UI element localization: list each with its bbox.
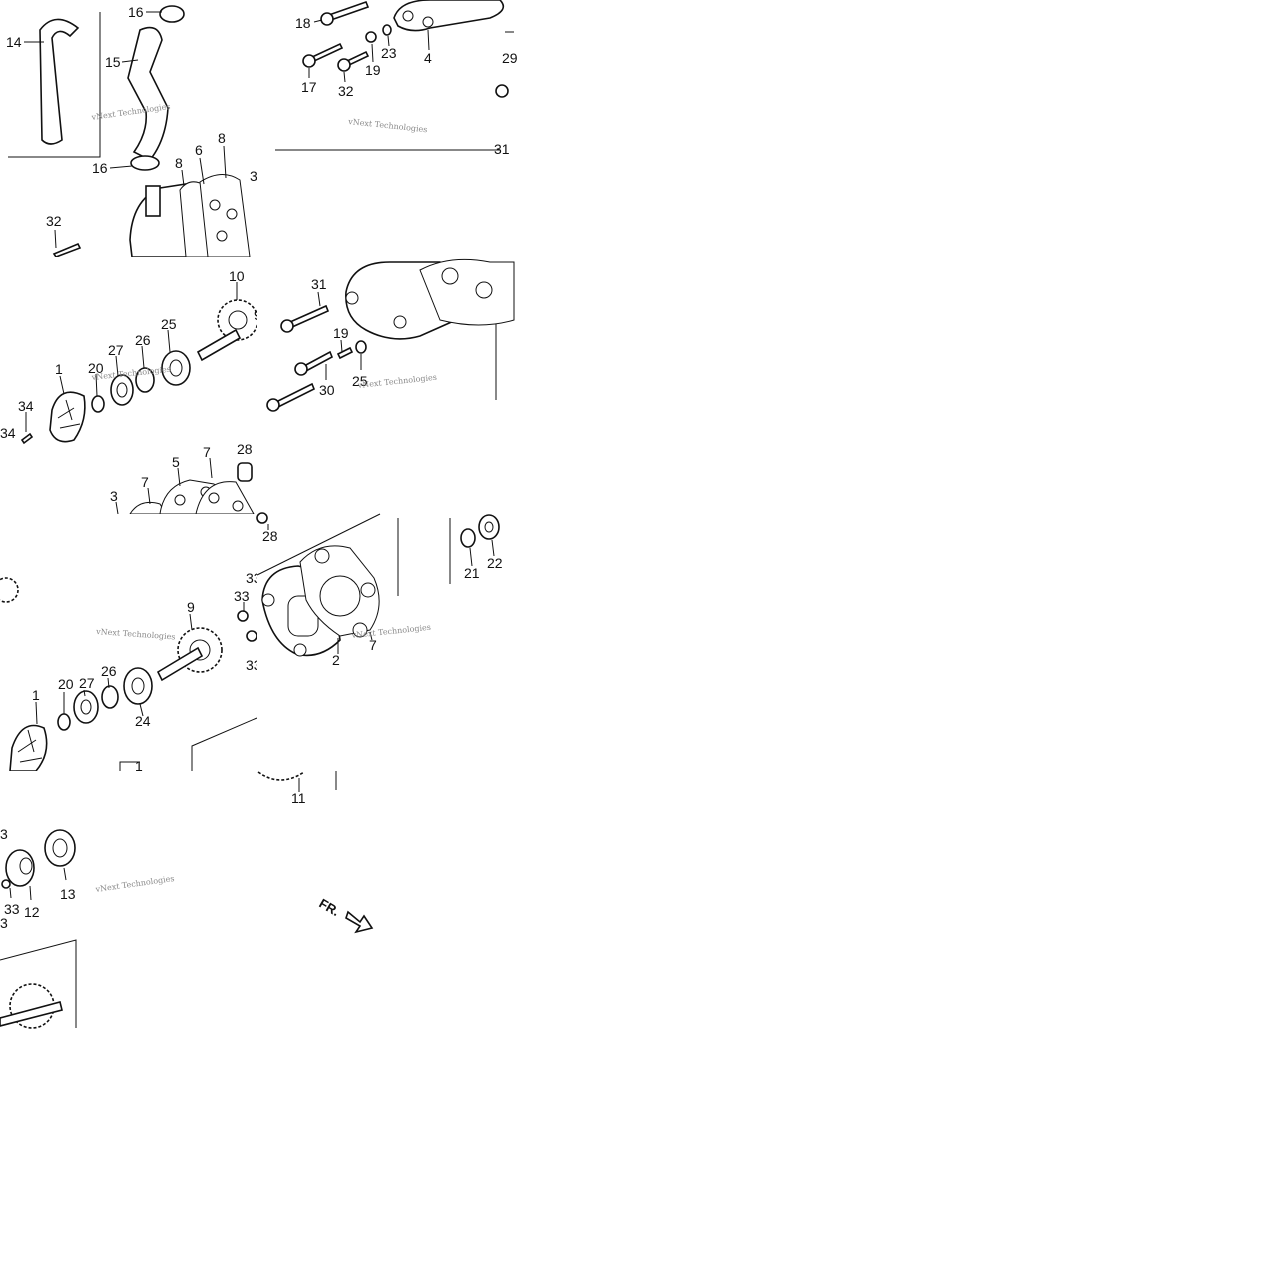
- clamp-16-bottom: [130, 155, 160, 171]
- label: 7: [203, 444, 211, 460]
- label: 11: [291, 790, 306, 806]
- label: 26: [135, 332, 151, 348]
- tile-hoses-cover: 14 16 15 16 8 6 8 3 32 vNext Technologie…: [0, 0, 258, 258]
- label: 10: [229, 268, 245, 284]
- tile-bolts-housing: 18 17 32 19 23 4 29 31 vNext Technologie…: [257, 0, 518, 257]
- label: 31: [311, 276, 327, 292]
- pump-housing-4: [393, 0, 505, 32]
- label: 14: [6, 34, 22, 50]
- pump-shaft-2: [156, 646, 204, 682]
- label: 32: [338, 83, 354, 99]
- label: 21: [464, 565, 480, 581]
- hose-14: [39, 18, 80, 145]
- label: 20: [58, 676, 74, 692]
- bolt-19: [365, 31, 377, 43]
- label: 3: [110, 488, 118, 504]
- label: 8: [218, 130, 226, 146]
- label: 32: [46, 213, 62, 229]
- label: 16: [128, 4, 144, 20]
- seal-26: [135, 367, 155, 393]
- label: 26: [101, 663, 117, 679]
- label: 31: [494, 141, 510, 157]
- washer-20: [91, 395, 105, 413]
- label: 1: [135, 758, 143, 774]
- label: 34: [18, 398, 34, 414]
- label: 2: [332, 652, 340, 668]
- label: 25: [161, 316, 177, 332]
- label: 20: [88, 360, 104, 376]
- bolt-19: [336, 346, 354, 360]
- label: 15: [105, 54, 121, 70]
- seal-26: [101, 685, 119, 709]
- label: 16: [92, 160, 108, 176]
- label: 19: [333, 325, 349, 341]
- label: 28: [262, 528, 278, 544]
- label: 22: [487, 555, 503, 571]
- label: 1: [32, 687, 40, 703]
- label: 12: [24, 904, 40, 920]
- label: 5: [172, 454, 180, 470]
- bolt-32: [52, 242, 82, 258]
- label: 7: [141, 474, 149, 490]
- label: 33: [234, 588, 250, 604]
- label: 34: [0, 425, 16, 441]
- label: 25: [352, 373, 368, 389]
- impeller-1: [9, 724, 48, 772]
- label: 27: [79, 675, 95, 691]
- label: 19: [365, 62, 381, 78]
- ball-33: [237, 610, 249, 622]
- o-ring-21: [460, 528, 476, 548]
- gasket-7: [129, 501, 167, 515]
- ball-33: [1, 879, 11, 889]
- label: 9: [187, 599, 195, 615]
- label: 6: [195, 142, 203, 158]
- label: 23: [381, 45, 397, 61]
- tile-shaft-assembly: 10 9 25 26 27 20 1 34 34 3 7 5 7 28 vNex…: [0, 257, 262, 515]
- label: 1: [55, 361, 63, 377]
- gasket-6: [199, 174, 251, 258]
- label: 33: [4, 901, 20, 917]
- dowel-28: [237, 462, 253, 482]
- washer-20: [57, 713, 71, 731]
- tile-bottom-parts: FR. 11 13 33 12 3 3 vNext Technologies: [0, 771, 375, 1029]
- ball-33b: [246, 630, 258, 642]
- label: 29: [502, 50, 518, 66]
- pump-shaft: [196, 328, 242, 362]
- cover-neck: [145, 185, 161, 217]
- label: 27: [108, 342, 124, 358]
- label: 28: [237, 441, 253, 457]
- label: 24: [135, 713, 151, 729]
- label: 4: [424, 50, 432, 66]
- tile-housing-bolts: 31 19 30 25 vNext Technologies: [257, 257, 515, 514]
- label: 13: [60, 886, 76, 902]
- label: 17: [301, 79, 317, 95]
- dowel-28: [256, 512, 268, 524]
- label: 18: [295, 15, 311, 31]
- clamp-16-top: [159, 5, 185, 23]
- hose-15: [127, 26, 169, 162]
- bolt-29: [495, 84, 509, 98]
- label: 3: [0, 826, 8, 842]
- washer-25: [355, 340, 367, 354]
- label: 3: [250, 168, 258, 184]
- pin-34: [20, 432, 34, 445]
- label: 30: [319, 382, 335, 398]
- label: 8: [175, 155, 183, 171]
- tile-shaft-assembly-2: 9 33 33 26 20 27 1 24 1 33 vNext Technol…: [0, 514, 262, 774]
- tile-cover-gasket: 28 2 7 21 22 vNext Technologies: [256, 512, 514, 771]
- label: 7: [369, 637, 377, 653]
- label: 3: [0, 915, 8, 931]
- gear-11: [257, 771, 305, 781]
- impeller-1: [49, 391, 86, 443]
- washer-23: [382, 24, 392, 36]
